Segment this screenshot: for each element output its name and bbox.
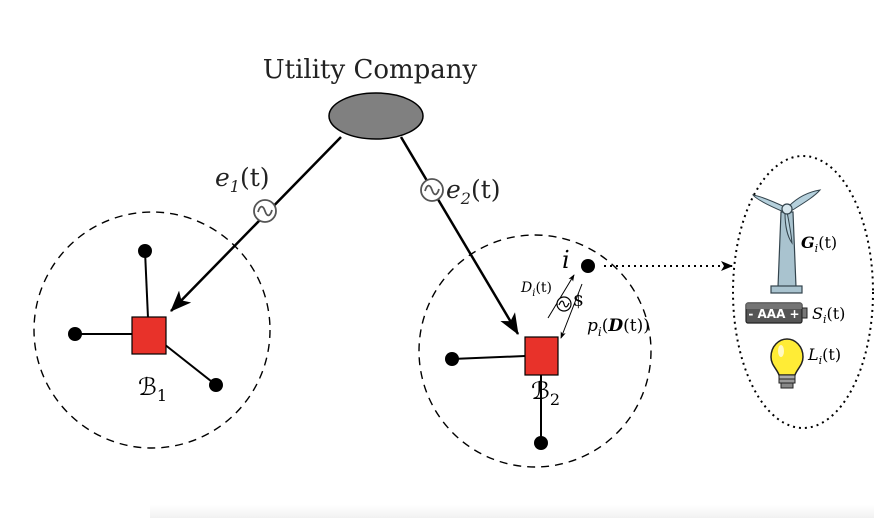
demand-label: Di(t) xyxy=(520,280,552,299)
microgrid-b1-boundary xyxy=(33,211,271,449)
dollar-label: $ xyxy=(573,291,584,311)
b1-node-top xyxy=(138,244,152,258)
price-label: pi(D(t)) xyxy=(587,316,650,339)
ac-source-icon-2 xyxy=(420,178,444,202)
b1-node-bottom xyxy=(209,378,223,392)
e1-label: e1(t) xyxy=(215,163,270,196)
building-b2 xyxy=(524,336,559,376)
resources-boundary xyxy=(732,155,874,429)
b2-node-bottom xyxy=(534,436,548,450)
ac-source-icon-small xyxy=(556,296,572,312)
ac-source-icon-1 xyxy=(253,199,277,223)
building-b1-label: ℬ1 xyxy=(138,373,167,405)
power-line-b1 xyxy=(170,136,342,312)
wind-turbine-icon xyxy=(751,189,822,294)
microgrid-b2-branches xyxy=(451,355,542,443)
load-label: Li(t) xyxy=(807,345,841,367)
demand-arrow xyxy=(547,274,575,319)
utility-node xyxy=(328,92,424,140)
building-b1 xyxy=(131,316,167,355)
node-i xyxy=(581,259,595,273)
microgrid-b2-boundary xyxy=(418,234,652,468)
microgrid-b1-branches xyxy=(75,250,217,386)
utility-label: Utility Company xyxy=(263,55,478,85)
bottom-shadow-band xyxy=(150,505,874,518)
b2-node-left xyxy=(445,352,459,366)
e2-label: e2(t) xyxy=(446,175,501,208)
node-i-label: i xyxy=(562,246,570,274)
generation-label: Gi(t) xyxy=(801,233,837,255)
light-bulb-icon xyxy=(770,338,804,389)
price-arrow xyxy=(560,283,583,339)
battery-label: - AAA + xyxy=(748,307,799,321)
battery-icon: - AAA + xyxy=(745,302,808,324)
power-line-b2 xyxy=(399,136,520,335)
b1-node-left xyxy=(68,327,82,341)
building-b2-label: ℬ2 xyxy=(531,377,560,409)
storage-label: Si(t) xyxy=(812,304,845,326)
